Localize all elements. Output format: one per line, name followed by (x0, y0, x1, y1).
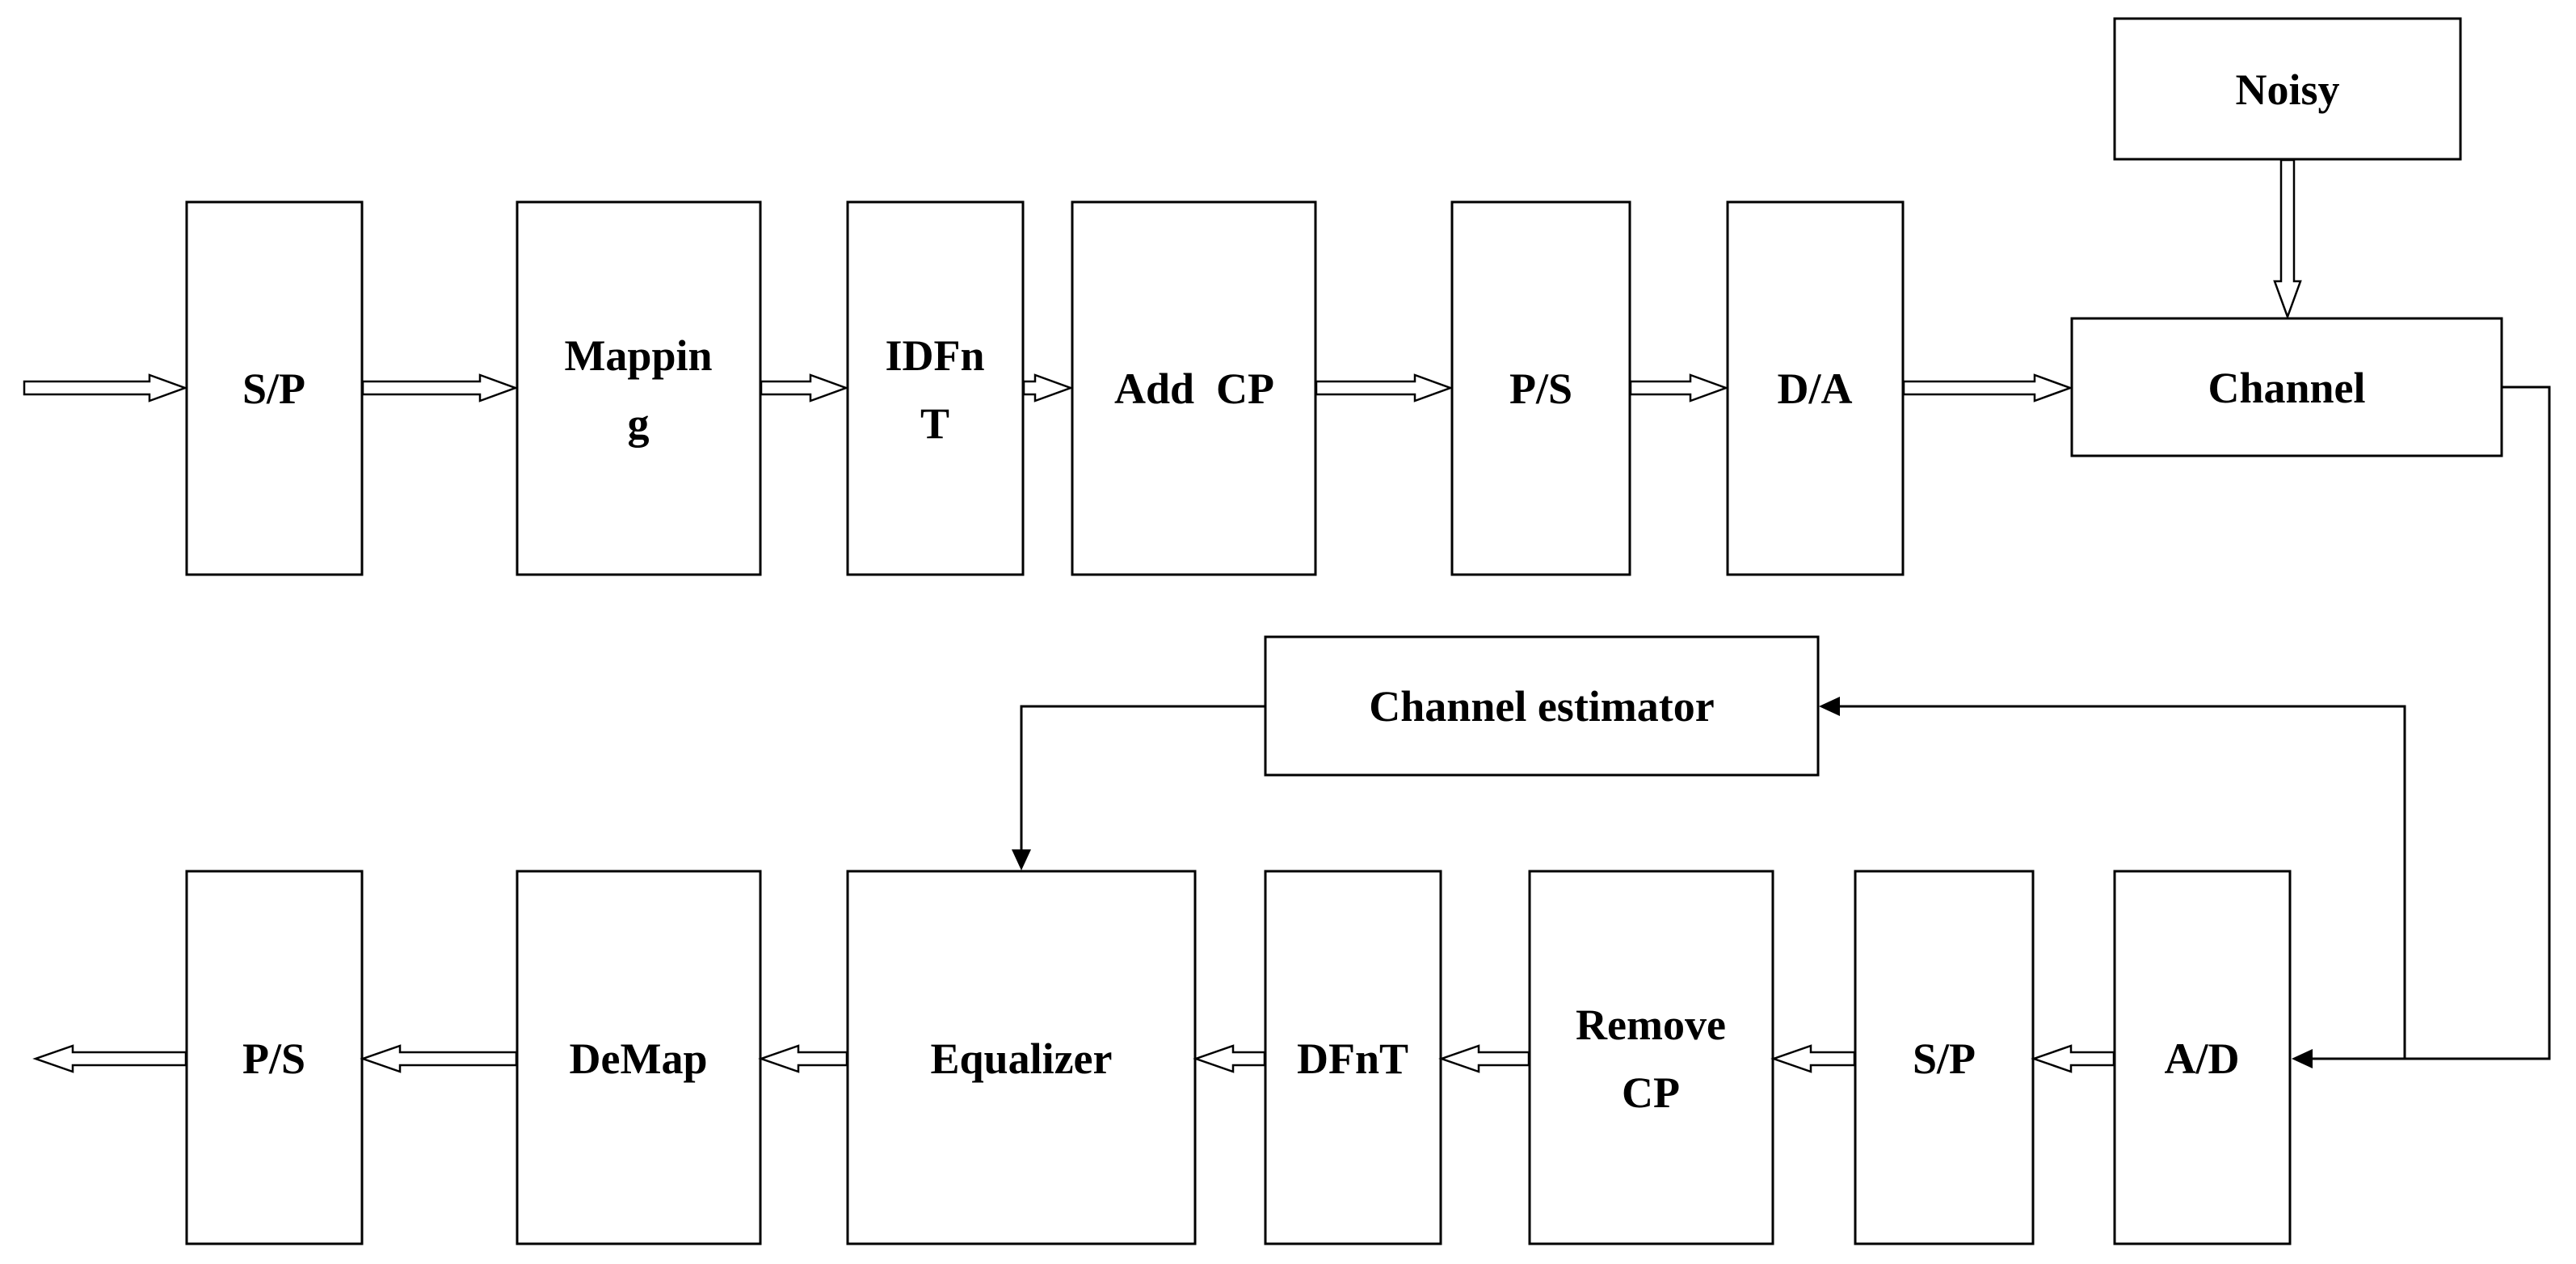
block-ps-rx-label: P/S (242, 1034, 305, 1083)
block-noisy: Noisy (2113, 17, 2462, 161)
block-equalizer: Equalizer (846, 870, 1197, 1245)
arrow-mapping-to-idfnt (760, 373, 849, 402)
block-channel-estimator: Channel estimator (1264, 635, 1820, 777)
line-channel-to-ad (2313, 386, 2551, 1060)
block-equalizer-label: Equalizer (931, 1034, 1113, 1083)
arrow-input-to-sp (23, 373, 188, 402)
block-sp-rx: S/P (1854, 870, 2035, 1245)
block-da-label: D/A (1778, 364, 1853, 413)
line-estimator-to-equalizer (1020, 705, 1265, 850)
block-idfnt: IDFn T (846, 200, 1025, 576)
block-ps-tx-label: P/S (1509, 364, 1572, 413)
block-noisy-label: Noisy (2235, 65, 2339, 114)
arrow-demap-to-ps (360, 1044, 518, 1073)
arrow-idfnt-to-addcp (1022, 373, 1074, 402)
block-remove-cp-label-line1: Remove (1576, 1001, 1726, 1049)
block-mapping-label-line1: Mappin (564, 331, 712, 380)
block-mapping-label-line2: g (628, 399, 650, 448)
arrow-sp-to-mapping (361, 373, 519, 402)
block-demap-label: DeMap (570, 1034, 708, 1083)
block-da: D/A (1726, 200, 1905, 576)
block-sp-tx: S/P (185, 200, 364, 576)
arrow-ad-to-sp (2031, 1044, 2115, 1073)
block-channel: Channel (2070, 317, 2503, 457)
block-add-cp: Add CP (1071, 200, 1317, 576)
block-mapping: Mappin g (516, 200, 762, 576)
block-add-cp-label: Add CP (1114, 364, 1274, 413)
block-sp-tx-label: S/P (242, 364, 305, 413)
line-ad-to-channel-estimator (1839, 705, 2406, 1059)
arrow-addcp-to-ps (1315, 373, 1454, 402)
arrow-sp-to-removecp (1770, 1044, 1856, 1073)
arrow-equalizer-to-demap (758, 1044, 848, 1073)
arrow-removecp-to-dfnt (1438, 1044, 1530, 1073)
arrow-da-to-channel (1902, 373, 2073, 402)
arrow-noisy-to-channel (2273, 158, 2302, 320)
block-remove-cp: Remove CP (1528, 870, 1774, 1245)
block-remove-cp-label-line2: CP (1622, 1068, 1680, 1117)
block-dfnt-label: DFnT (1297, 1034, 1408, 1083)
arrow-ps-output (32, 1044, 187, 1073)
arrowhead-to-equalizer (1012, 849, 1031, 870)
block-channel-estimator-label: Channel estimator (1369, 682, 1714, 731)
arrow-dfnt-to-equalizer (1193, 1044, 1266, 1073)
arrowhead-to-channel-estimator (1819, 697, 1840, 716)
block-dfnt: DFnT (1264, 870, 1442, 1245)
block-ps-rx: P/S (185, 870, 364, 1245)
block-ad: A/D (2113, 870, 2292, 1245)
block-ps-tx: P/S (1450, 200, 1631, 576)
arrow-ps-to-da (1629, 373, 1729, 402)
block-sp-rx-label: S/P (1913, 1034, 1976, 1083)
arrowhead-channel-to-ad (2292, 1049, 2313, 1068)
block-demap: DeMap (516, 870, 762, 1245)
block-idfnt-label-line1: IDFn (885, 331, 984, 380)
block-idfnt-label-line2: T (920, 399, 949, 448)
block-channel-label: Channel (2208, 364, 2365, 412)
block-ad-label: A/D (2165, 1034, 2240, 1083)
